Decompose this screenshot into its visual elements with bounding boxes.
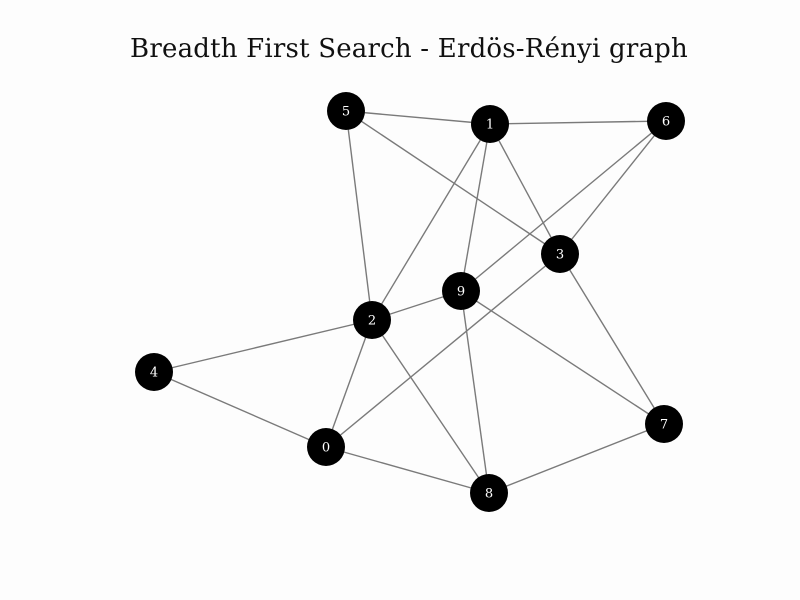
node-circle xyxy=(442,272,480,310)
diagram-title: Breadth First Search - Erdös-Rényi graph xyxy=(130,34,688,64)
node-label: 7 xyxy=(660,418,668,433)
node-circle xyxy=(541,235,579,273)
node-label: 9 xyxy=(457,285,465,300)
node-0: 0 xyxy=(307,428,345,466)
edge-2-0 xyxy=(325,319,373,448)
edge-1-2 xyxy=(371,123,491,321)
edge-8-7 xyxy=(488,423,665,494)
edge-2-8 xyxy=(371,319,490,494)
node-label: 3 xyxy=(556,248,564,263)
edge-9-8 xyxy=(460,290,490,494)
edge-5-1 xyxy=(345,110,491,125)
edge-0-8 xyxy=(325,446,490,494)
node-8: 8 xyxy=(470,474,508,512)
edge-2-4 xyxy=(153,319,373,373)
node-circle xyxy=(647,102,685,140)
node-2: 2 xyxy=(353,301,391,339)
edge-9-7 xyxy=(460,290,665,425)
node-label: 1 xyxy=(486,118,494,133)
node-circle xyxy=(327,92,365,130)
node-4: 4 xyxy=(135,353,173,391)
edge-1-6 xyxy=(489,120,667,125)
edge-5-2 xyxy=(345,110,373,321)
edge-1-3 xyxy=(489,123,561,255)
node-9: 9 xyxy=(442,272,480,310)
node-7: 7 xyxy=(645,405,683,443)
node-label: 4 xyxy=(150,366,158,381)
edge-1-9 xyxy=(460,123,491,292)
node-label: 5 xyxy=(342,105,350,120)
edge-6-9 xyxy=(460,120,667,292)
edge-layer xyxy=(153,110,667,494)
node-circle xyxy=(307,428,345,466)
node-circle xyxy=(353,301,391,339)
edge-4-0 xyxy=(153,371,327,448)
node-1: 1 xyxy=(471,105,509,143)
edge-3-7 xyxy=(559,253,665,425)
edge-6-3 xyxy=(559,120,667,255)
edge-5-3 xyxy=(345,110,561,255)
node-6: 6 xyxy=(647,102,685,140)
node-5: 5 xyxy=(327,92,365,130)
node-circle xyxy=(471,105,509,143)
node-label: 2 xyxy=(368,314,376,329)
node-label: 6 xyxy=(662,115,670,130)
edge-3-0 xyxy=(325,253,561,448)
node-3: 3 xyxy=(541,235,579,273)
node-label: 0 xyxy=(322,441,330,456)
node-label: 8 xyxy=(485,487,493,502)
node-circle xyxy=(135,353,173,391)
node-layer: 0 1 2 3 4 5 6 7 8 9 xyxy=(135,92,685,512)
node-circle xyxy=(645,405,683,443)
node-circle xyxy=(470,474,508,512)
